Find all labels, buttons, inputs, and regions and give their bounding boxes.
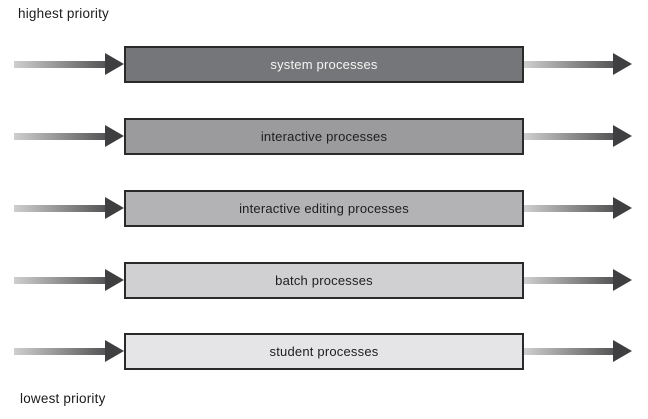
queue-label: interactive processes (260, 129, 388, 144)
in-arrow-head-icon (105, 197, 124, 219)
in-arrow-head-icon (105, 53, 124, 75)
in-arrow-shaft (14, 205, 105, 212)
queue-box-system-processes: system processes (124, 46, 524, 83)
queue-row-interactive: interactive processes (0, 118, 648, 155)
lowest-priority-label: lowest priority (20, 391, 106, 406)
queue-label: interactive editing processes (239, 201, 409, 216)
out-arrow-head-icon (613, 125, 632, 147)
out-arrow-shaft (524, 277, 613, 284)
out-arrow-shaft (524, 61, 613, 68)
queue-label: system processes (270, 57, 378, 72)
queue-label: batch processes (275, 273, 373, 288)
queue-box-interactive-processes: interactive processes (124, 118, 524, 155)
in-arrow-shaft (14, 277, 105, 284)
queue-box-student-processes: student processes (124, 333, 524, 370)
queue-row-student: student processes (0, 333, 648, 370)
highest-priority-label: highest priority (18, 6, 109, 21)
queue-row-interactive-editing: interactive editing processes (0, 190, 648, 227)
out-arrow-shaft (524, 348, 613, 355)
queue-row-batch: batch processes (0, 262, 648, 299)
out-arrow-head-icon (613, 53, 632, 75)
in-arrow-shaft (14, 61, 105, 68)
out-arrow-head-icon (613, 269, 632, 291)
in-arrow-head-icon (105, 125, 124, 147)
out-arrow-head-icon (613, 197, 632, 219)
out-arrow-shaft (524, 133, 613, 140)
out-arrow-shaft (524, 205, 613, 212)
queue-box-interactive-editing-processes: interactive editing processes (124, 190, 524, 227)
in-arrow-head-icon (105, 340, 124, 362)
in-arrow-shaft (14, 348, 105, 355)
queue-label: student processes (269, 344, 379, 359)
in-arrow-shaft (14, 133, 105, 140)
in-arrow-head-icon (105, 269, 124, 291)
queue-box-batch-processes: batch processes (124, 262, 524, 299)
out-arrow-head-icon (613, 340, 632, 362)
queue-row-system: system processes (0, 46, 648, 83)
